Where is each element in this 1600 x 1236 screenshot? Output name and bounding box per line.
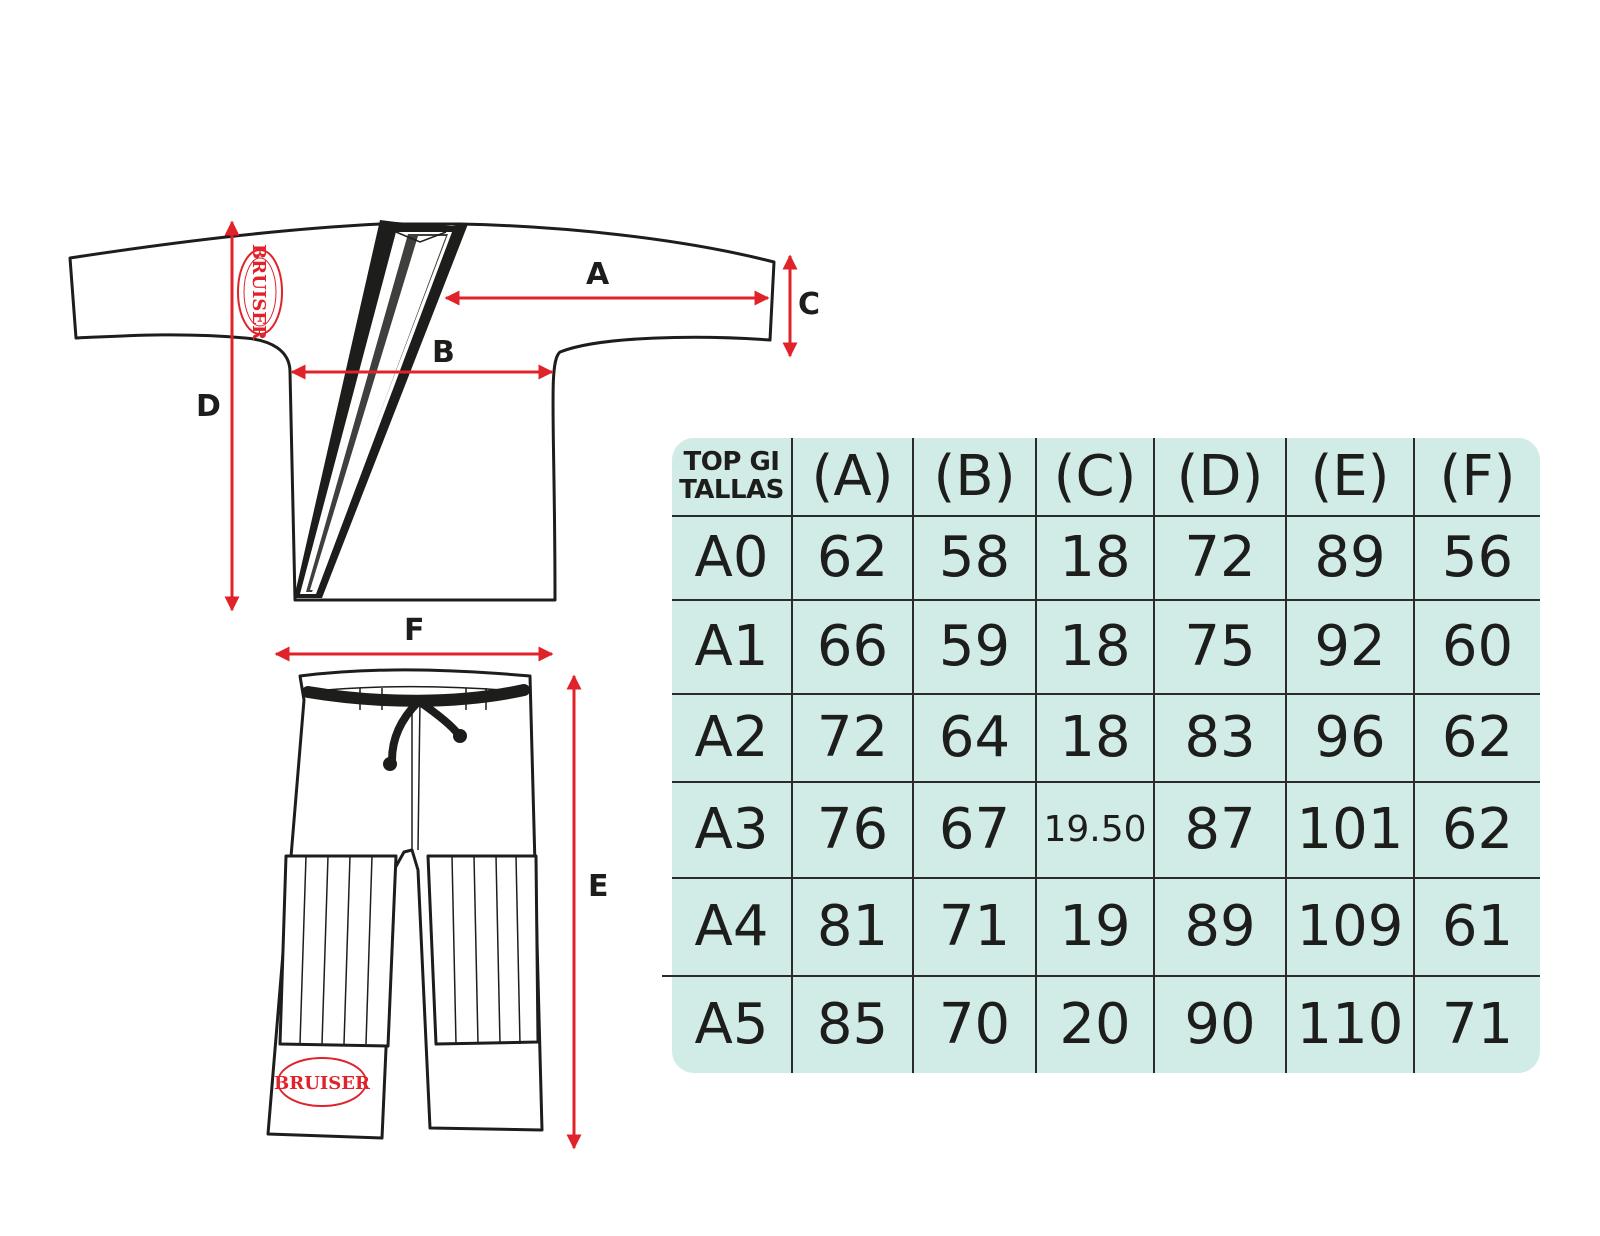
table-header-row: TOP GI TALLAS (A) (B) (C) (D) (E) (F)	[672, 438, 1540, 517]
label-c: C	[798, 287, 820, 322]
table-corner-header: TOP GI TALLAS	[672, 438, 793, 517]
cell-c: 18	[1035, 693, 1155, 783]
cell-d: 87	[1153, 781, 1287, 879]
cell-f: 61	[1413, 877, 1540, 977]
cell-d: 75	[1153, 599, 1287, 695]
cell-a: 62	[791, 515, 914, 601]
size-label: A0	[672, 515, 793, 601]
table-row: A4 81 71 19 89 109 61	[672, 877, 1540, 977]
cell-b: 67	[912, 781, 1037, 879]
cell-a: 66	[791, 599, 914, 695]
jacket-drawing	[68, 220, 776, 602]
cell-e: 92	[1285, 599, 1415, 695]
cell-e: 89	[1285, 515, 1415, 601]
cell-f: 56	[1413, 515, 1540, 601]
cell-e: 109	[1285, 877, 1415, 977]
size-label: A1	[672, 599, 793, 695]
corner-line2: TALLAS	[679, 474, 784, 505]
cell-c: 20	[1035, 975, 1155, 1073]
header-d: (D)	[1153, 438, 1287, 517]
pants-drawing	[266, 668, 544, 1140]
pants-bruiser-logo: BRUISER	[274, 1057, 371, 1107]
cell-d: 83	[1153, 693, 1287, 783]
cell-b: 59	[912, 599, 1037, 695]
header-e: (E)	[1285, 438, 1415, 517]
cell-f: 60	[1413, 599, 1540, 695]
cell-b: 70	[912, 975, 1037, 1073]
table-row: A1 66 59 18 75 92 60	[672, 599, 1540, 695]
size-label: A2	[672, 693, 793, 783]
cell-f: 71	[1413, 975, 1540, 1073]
cell-c: 18	[1035, 515, 1155, 601]
cell-d: 90	[1153, 975, 1287, 1073]
header-c: (C)	[1035, 438, 1155, 517]
size-chart-table: TOP GI TALLAS (A) (B) (C) (D) (E) (F) A0…	[672, 438, 1540, 1073]
jacket-logo-text: BRUISER	[248, 244, 269, 341]
cell-b: 71	[912, 877, 1037, 977]
label-d: D	[196, 389, 221, 424]
table-row: A0 62 58 18 72 89 56	[672, 515, 1540, 601]
size-label: A5	[672, 975, 793, 1073]
cell-e: 110	[1285, 975, 1415, 1073]
header-f: (F)	[1413, 438, 1540, 517]
cell-a: 81	[791, 877, 914, 977]
cell-b: 64	[912, 693, 1037, 783]
cell-c: 19	[1035, 877, 1155, 977]
cell-e: 101	[1285, 781, 1415, 879]
label-e: E	[588, 869, 609, 904]
table-row: A2 72 64 18 83 96 62	[672, 693, 1540, 783]
table-row: A3 76 67 19.50 87 101 62	[672, 781, 1540, 879]
corner-line1: TOP GI	[683, 447, 780, 478]
cell-d: 72	[1153, 515, 1287, 601]
label-a: A	[586, 257, 610, 292]
cell-f: 62	[1413, 781, 1540, 879]
label-b: B	[432, 335, 455, 370]
cell-a: 76	[791, 781, 914, 879]
header-a: (A)	[791, 438, 914, 517]
cell-f: 62	[1413, 693, 1540, 783]
header-b: (B)	[912, 438, 1037, 517]
cell-a: 85	[791, 975, 914, 1073]
cell-c: 19.50	[1035, 781, 1155, 879]
cell-b: 58	[912, 515, 1037, 601]
cell-d: 89	[1153, 877, 1287, 977]
label-f: F	[404, 613, 425, 648]
pants-logo-text: BRUISER	[274, 1073, 371, 1094]
cell-e: 96	[1285, 693, 1415, 783]
size-label: A3	[672, 781, 793, 879]
table-row: A5 85 70 20 90 110 71	[672, 975, 1540, 1073]
cell-a: 72	[791, 693, 914, 783]
size-label: A4	[672, 877, 793, 977]
cell-c: 18	[1035, 599, 1155, 695]
